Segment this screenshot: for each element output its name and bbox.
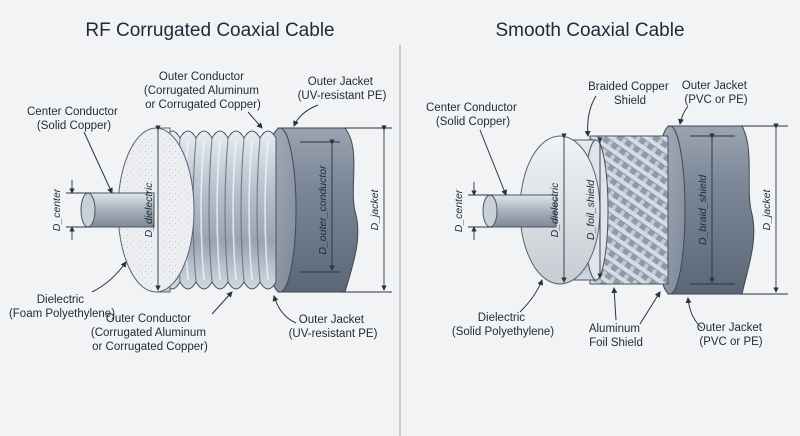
left-label-outer-jacket-top: Outer Jacket (UV-resistant PE) [298,76,387,102]
right-title: Smooth Coaxial Cable [495,20,684,41]
right-dim-braid-shield: D_braid_shield [697,174,709,245]
right-label-dielectric: Dielectric (Solid Polyethylene) [452,312,554,338]
right-label-center-conductor: Center Conductor (Solid Copper) [426,102,520,128]
left-label-center-conductor: Center Conductor (Solid Copper) [27,106,121,132]
right-label-foil-shield: Aluminum Foil Shield [589,323,643,349]
left-title: RF Corrugated Coaxial Cable [85,20,334,41]
left-dim-jacket: D_jacket [369,188,381,230]
left-panel: RF Corrugated Coaxial Cable [9,20,392,353]
left-dim-center: D_center [51,188,63,231]
left-label-outer-conductor-top: Outer Conductor (Corrugated Aluminum or … [144,71,262,111]
right-dim-dielectric: D_dielectric [549,182,561,238]
left-label-dielectric: Dielectric (Foam Polyethylene) [9,294,115,320]
right-label-braided-shield: Braided Copper Shield [588,81,672,107]
right-dimensions: D_center D_dielectric D_foil_shield D_br… [453,123,788,295]
left-center-conductor [80,192,155,228]
right-dim-center: D_center [453,189,465,232]
right-dim-foil-shield: D_foil_shield [585,179,597,240]
left-corrugated-conductor [164,130,277,290]
left-dim-outer-conductor: D_outer_conductor [317,165,329,255]
right-dim-jacket: D_jacket [761,188,773,230]
left-dimensions: D_center D_dielectric D_outer_conductor … [51,125,392,293]
right-label-outer-jacket-top: Outer Jacket (PVC or PE) [682,80,750,106]
left-label-outer-conductor-bottom: Outer Conductor (Corrugated Aluminum or … [91,313,209,353]
right-center-conductor [482,194,557,228]
left-label-outer-jacket-bottom: Outer Jacket (UV-resistant PE) [289,314,378,340]
right-label-outer-jacket-bottom: Outer Jacket (PVC or PE) [697,322,765,348]
right-panel: Smooth Coaxial Cable [426,20,788,349]
left-outer-jacket [263,127,359,293]
left-dim-dielectric: D_dielectric [143,182,155,238]
